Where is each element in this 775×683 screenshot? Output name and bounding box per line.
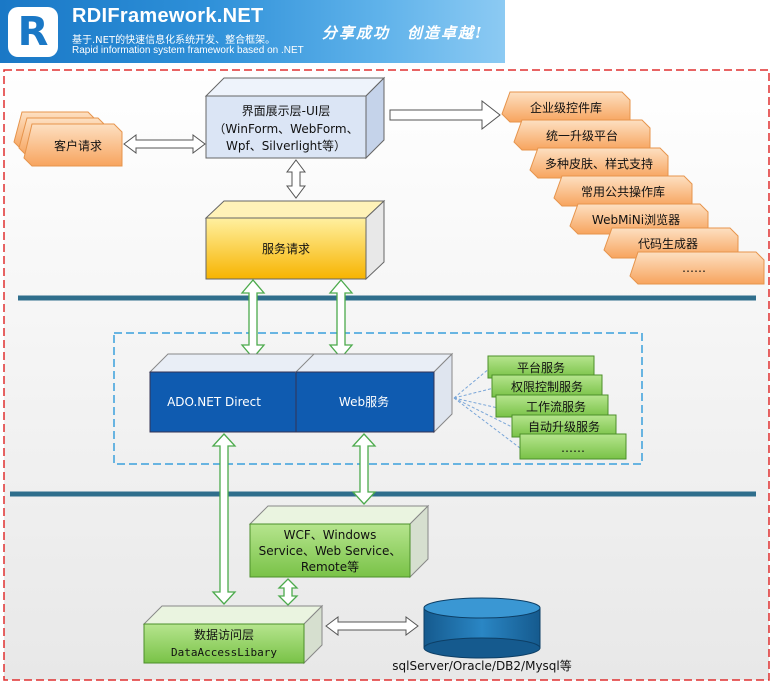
web-service-label: Web服务 xyxy=(339,394,389,409)
service-item: 权限控制服务 xyxy=(511,379,583,394)
service-item: 自动升级服务 xyxy=(528,419,600,434)
wcf-line3: Remote等 xyxy=(301,560,359,574)
banner-title: RDIFramework.NET xyxy=(72,5,264,27)
ui-layer-line3: Wpf、Silverlight等） xyxy=(226,139,346,153)
feature-item: …… xyxy=(682,261,706,275)
ui-layer-box: 界面展示层-UI层 （WinForm、WebForm、 Wpf、Silverli… xyxy=(204,76,386,160)
service-layer-dashed-region xyxy=(113,332,643,465)
feature-item: 统一升级平台 xyxy=(546,128,618,143)
data-access-box: 数据访问层 DataAccessLibary xyxy=(142,604,324,665)
client-request-label: 客户请求 xyxy=(54,138,102,153)
ado-direct-box: ADO.NET Direct xyxy=(148,353,318,433)
ado-direct-label: ADO.NET Direct xyxy=(167,395,261,409)
feature-item: WebMiNi浏览器 xyxy=(592,212,680,227)
banner-subtitle-cn: 基于.NET的快速信息化系统开发、整合框架。 xyxy=(72,35,276,46)
data-access-line1: 数据访问层 xyxy=(194,627,254,642)
double-arrow-icon xyxy=(351,433,377,505)
feature-item: 多种皮肤、样式支持 xyxy=(545,156,653,171)
double-arrow-icon xyxy=(325,616,419,636)
feature-item: 企业级控件库 xyxy=(530,100,602,115)
double-arrow-icon xyxy=(211,433,237,605)
data-access-line2: DataAccessLibary xyxy=(171,646,277,659)
logo-r-icon: R xyxy=(8,7,58,57)
outer-dashed-border xyxy=(3,69,770,681)
wcf-box: WCF、Windows Service、Web Service、 Remote等 xyxy=(248,504,430,579)
double-arrow-icon xyxy=(286,159,306,199)
feature-item: 代码生成器 xyxy=(638,237,698,251)
wcf-line2: Service、Web Service、 xyxy=(259,544,402,558)
ui-layer-line1: 界面展示层-UI层 xyxy=(242,104,331,118)
service-item: …… xyxy=(561,441,585,455)
service-item: 平台服务 xyxy=(517,360,565,375)
database-cylinder-icon xyxy=(423,597,541,659)
banner-subtitle-en: Rapid information system framework based… xyxy=(72,45,304,56)
database-label: sqlServer/Oracle/DB2/Mysql等 xyxy=(392,659,572,673)
service-request-box: 服务请求 xyxy=(204,199,386,281)
ui-features-stack: 企业级控件库 统一升级平台 多种皮肤、样式支持 常用公共操作库 WebMiNi浏… xyxy=(501,91,765,285)
web-service-box: Web服务 xyxy=(294,352,454,434)
double-arrow-icon xyxy=(123,134,206,154)
ui-layer-line2: （WinForm、WebForm、 xyxy=(213,122,358,136)
service-request-label: 服务请求 xyxy=(262,241,310,256)
header-banner: R RDIFramework.NET 基于.NET的快速信息化系统开发、整合框架… xyxy=(0,0,505,63)
service-item: 工作流服务 xyxy=(526,399,586,414)
right-arrow-icon xyxy=(389,99,501,131)
feature-item: 常用公共操作库 xyxy=(581,184,665,199)
double-arrow-icon xyxy=(277,578,299,606)
services-stack: 平台服务 权限控制服务 工作流服务 自动升级服务 …… xyxy=(487,355,627,460)
wcf-line1: WCF、Windows xyxy=(284,528,377,542)
service-connectors xyxy=(453,367,521,449)
client-request-stack: 客户请求 xyxy=(13,111,123,167)
banner-slogan: 分享成功 创造卓越! xyxy=(322,24,484,42)
